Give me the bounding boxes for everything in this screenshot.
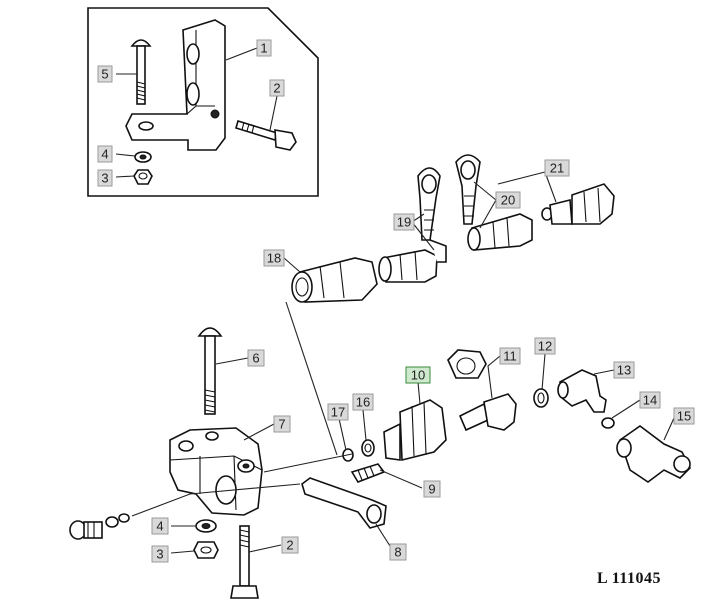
block-part-7 [169,427,263,516]
callout-8: 8 [389,543,407,561]
callout-3: 3 [97,169,113,187]
valve-part-20 [455,154,533,251]
bolt-part-2-inset [235,119,297,151]
leader-lines [115,47,675,554]
elbow-part-13 [557,369,607,413]
callout-1: 1 [256,39,272,57]
callout-18: 18 [263,249,285,267]
nut-part-3 [193,541,219,559]
callout-19: 19 [393,213,415,231]
callout-4: 4 [97,145,113,163]
main-assembly [69,327,691,599]
callout-label: 10 [411,368,425,383]
callout-label: 17 [331,405,345,420]
callout-20: 20 [495,191,521,209]
callout-5: 5 [97,65,113,83]
callout-label: 12 [538,339,552,354]
nut-part-3-inset [133,169,153,185]
ring-part-14 [601,417,615,429]
callout-label: 21 [550,161,564,176]
callout-label: 4 [101,147,108,162]
callout-label: 5 [101,67,108,82]
coupler-part-18 [291,257,378,303]
callout-label: 7 [278,417,285,432]
callout-11: 11 [499,347,521,365]
bracket-part-1 [125,19,226,151]
callout-label: 3 [101,171,108,186]
callout-16: 16 [352,393,374,411]
callout-label: 18 [267,251,281,266]
callout-10: 10 [405,366,431,384]
callout-label: 4 [156,519,163,534]
callout-label: 9 [428,482,435,497]
callout-label: 16 [356,395,370,410]
callout-17: 17 [327,403,349,421]
callout-21: 21 [544,159,570,177]
fitting-part-21 [541,183,615,225]
callout-14: 14 [639,391,661,409]
figure-reference: L 111045 [597,570,662,587]
callout-label: 2 [286,538,293,553]
callout-6: 6 [247,349,265,367]
callout-label: 15 [677,409,691,424]
callout-13: 13 [613,361,635,379]
callout-12: 12 [534,337,556,355]
callout-label: 1 [260,41,267,56]
callout-4-lower: 4 [151,517,169,535]
valve-part-19 [378,167,447,283]
bolt-part-6 [197,327,223,415]
callout-label: 20 [501,193,515,208]
callout-2-lower: 2 [281,536,299,554]
callout-15: 15 [673,407,695,425]
bolt-part-5 [130,39,152,105]
callout-label: 13 [617,363,631,378]
washer-part-12 [533,388,549,408]
pin-part-9 [350,463,386,483]
inset-detail [87,7,319,197]
callout-label: 6 [252,351,259,366]
callout-label: 14 [643,393,657,408]
callout-label: 19 [397,215,411,230]
bolt-part-2 [230,525,259,599]
callout-9: 9 [423,480,441,498]
ring-part-16 [361,439,375,457]
callout-label: 11 [503,349,517,364]
callout-7: 7 [273,415,291,433]
elbow-part-15 [616,425,691,483]
callout-2: 2 [269,79,285,97]
upper-coupler-assembly [291,154,615,303]
callout-3-lower: 3 [151,545,169,563]
callout-label: 8 [394,545,401,560]
coupler-part-10 [383,399,447,462]
fitting-part-11 [447,349,517,432]
callout-label: 3 [156,547,163,562]
screw-set [69,513,130,540]
rod-part-8 [301,477,387,529]
callout-label: 2 [273,81,280,96]
